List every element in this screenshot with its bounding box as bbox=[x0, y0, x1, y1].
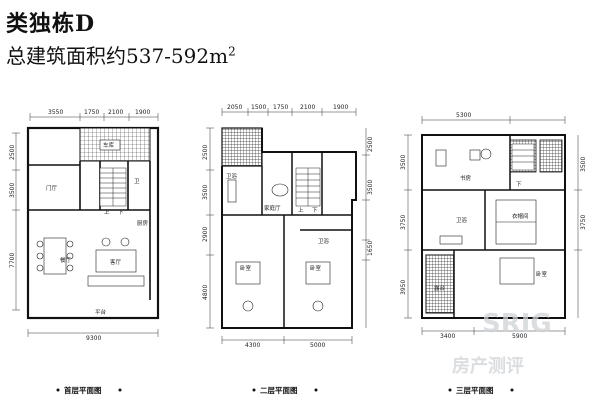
dim-label: 1500 bbox=[251, 104, 266, 111]
dim-label: 5300 bbox=[456, 112, 471, 119]
dim-label: 4300 bbox=[245, 342, 260, 349]
third-inner-walls bbox=[422, 135, 565, 318]
dim-label: 2900 bbox=[202, 227, 209, 242]
dim-label: 9300 bbox=[86, 335, 101, 342]
second-top-dimensions bbox=[221, 108, 357, 116]
third-top-dimension bbox=[421, 116, 566, 124]
room-label: 下 bbox=[118, 209, 124, 216]
room-label: 卫 bbox=[134, 178, 140, 185]
third-bottom-dimension bbox=[421, 327, 566, 335]
room-label: 厨房 bbox=[137, 219, 149, 227]
room-label: 书房 bbox=[460, 174, 472, 182]
third-staircase bbox=[511, 143, 535, 171]
caption-bullet bbox=[252, 388, 256, 392]
watermark-logo: SRIG bbox=[482, 309, 552, 339]
second-plan-caption: 二层平面图 bbox=[260, 386, 298, 395]
dim-label: 1900 bbox=[333, 104, 348, 111]
third-floor-plan: 5300 3500 3750 3950 3500 3750 bbox=[400, 112, 587, 395]
ground-side-dimensions bbox=[12, 132, 20, 311]
caption-bullet bbox=[118, 388, 122, 392]
third-hatched-area bbox=[539, 139, 563, 173]
second-bottom-dimension bbox=[221, 336, 353, 344]
dim-label: 3550 bbox=[48, 109, 63, 116]
ground-plan-caption: 首层平面图 bbox=[64, 385, 102, 395]
room-label: 露台 bbox=[434, 284, 446, 292]
dim-label: 1650 bbox=[367, 241, 374, 256]
second-inner-walls bbox=[222, 152, 352, 328]
second-floor-plan: 2050 1500 1750 2100 1900 2500 3500 2900 … bbox=[202, 104, 374, 395]
room-label: 客厅 bbox=[110, 258, 122, 266]
dim-label: 1900 bbox=[135, 109, 150, 116]
room-label: 卧室 bbox=[240, 264, 252, 272]
caption-bullet bbox=[314, 388, 318, 392]
area-unit-superscript: 2 bbox=[228, 44, 236, 59]
dim-label: 5000 bbox=[310, 342, 325, 349]
ground-dining-set bbox=[36, 237, 74, 275]
room-label: 上 bbox=[104, 208, 110, 216]
dim-label: 3500 bbox=[580, 157, 587, 172]
second-side-dimensions bbox=[206, 127, 370, 329]
caption-bullet bbox=[448, 388, 452, 392]
room-label: 卫浴 bbox=[226, 172, 238, 180]
third-outer-wall bbox=[421, 134, 566, 319]
third-terrace-hatch bbox=[425, 254, 455, 314]
third-plan-caption: 三层平面图 bbox=[456, 386, 494, 395]
room-label: 家庭厅 bbox=[264, 204, 281, 212]
third-side-dimensions bbox=[404, 134, 582, 319]
dim-label: 1750 bbox=[84, 109, 99, 116]
third-furniture bbox=[435, 148, 537, 285]
room-label: 上 bbox=[298, 206, 304, 214]
ground-bottom-dimension bbox=[27, 329, 159, 337]
dim-label: 2500 bbox=[202, 145, 209, 160]
ground-floor-plan: 3550 1750 2100 1900 2500 3500 7700 bbox=[9, 109, 160, 395]
dim-label: 2100 bbox=[108, 109, 123, 116]
room-label: 卧室 bbox=[536, 270, 548, 278]
room-label: 下 bbox=[312, 207, 318, 214]
ground-inner-walls bbox=[28, 161, 151, 300]
dim-label: 3500 bbox=[202, 185, 209, 200]
dim-label: 3400 bbox=[440, 333, 455, 340]
dim-label: 5900 bbox=[512, 333, 527, 340]
room-label: 餐厅 bbox=[60, 256, 72, 264]
area-text: 总建筑面积约537-592m bbox=[6, 44, 229, 68]
dim-label: 3500 bbox=[367, 180, 374, 195]
dim-label: 3750 bbox=[400, 215, 407, 230]
page-title: 类独栋D bbox=[6, 11, 96, 37]
dim-label: 3500 bbox=[400, 155, 407, 170]
dim-label: 1750 bbox=[273, 104, 288, 111]
dim-label: 2500 bbox=[9, 145, 16, 160]
room-label: 卫浴 bbox=[318, 237, 330, 245]
second-staircase bbox=[295, 167, 321, 207]
ground-living-set bbox=[87, 237, 145, 287]
room-label: 衣帽间 bbox=[512, 212, 529, 220]
watermark-text: 房产测评 bbox=[452, 355, 524, 377]
room-label: 门厅 bbox=[46, 184, 58, 192]
dim-label: 2050 bbox=[227, 104, 242, 111]
room-label: 平台 bbox=[95, 308, 107, 316]
dim-label: 2100 bbox=[300, 104, 315, 111]
page-subtitle: 总建筑面积约537-592m2 bbox=[6, 40, 236, 69]
room-label: 车库 bbox=[103, 141, 115, 149]
room-label: 下 bbox=[516, 181, 522, 188]
dim-label: 2500 bbox=[367, 137, 374, 152]
ground-top-dimensions bbox=[29, 113, 159, 121]
dim-label: 3750 bbox=[580, 215, 587, 230]
room-label: 卫浴 bbox=[456, 216, 468, 224]
second-balcony-hatch bbox=[221, 127, 263, 167]
second-outer-wall bbox=[221, 128, 357, 329]
caption-bullet bbox=[510, 388, 514, 392]
dim-label: 3950 bbox=[400, 280, 407, 295]
caption-bullet bbox=[56, 388, 60, 392]
dim-label: 3500 bbox=[9, 183, 16, 198]
room-label-box bbox=[99, 139, 121, 151]
ground-staircase bbox=[99, 167, 127, 207]
room-label: 卧室 bbox=[310, 264, 322, 272]
dim-label: 7700 bbox=[9, 253, 16, 268]
second-beds bbox=[227, 179, 331, 312]
dim-label: 4800 bbox=[202, 285, 209, 300]
